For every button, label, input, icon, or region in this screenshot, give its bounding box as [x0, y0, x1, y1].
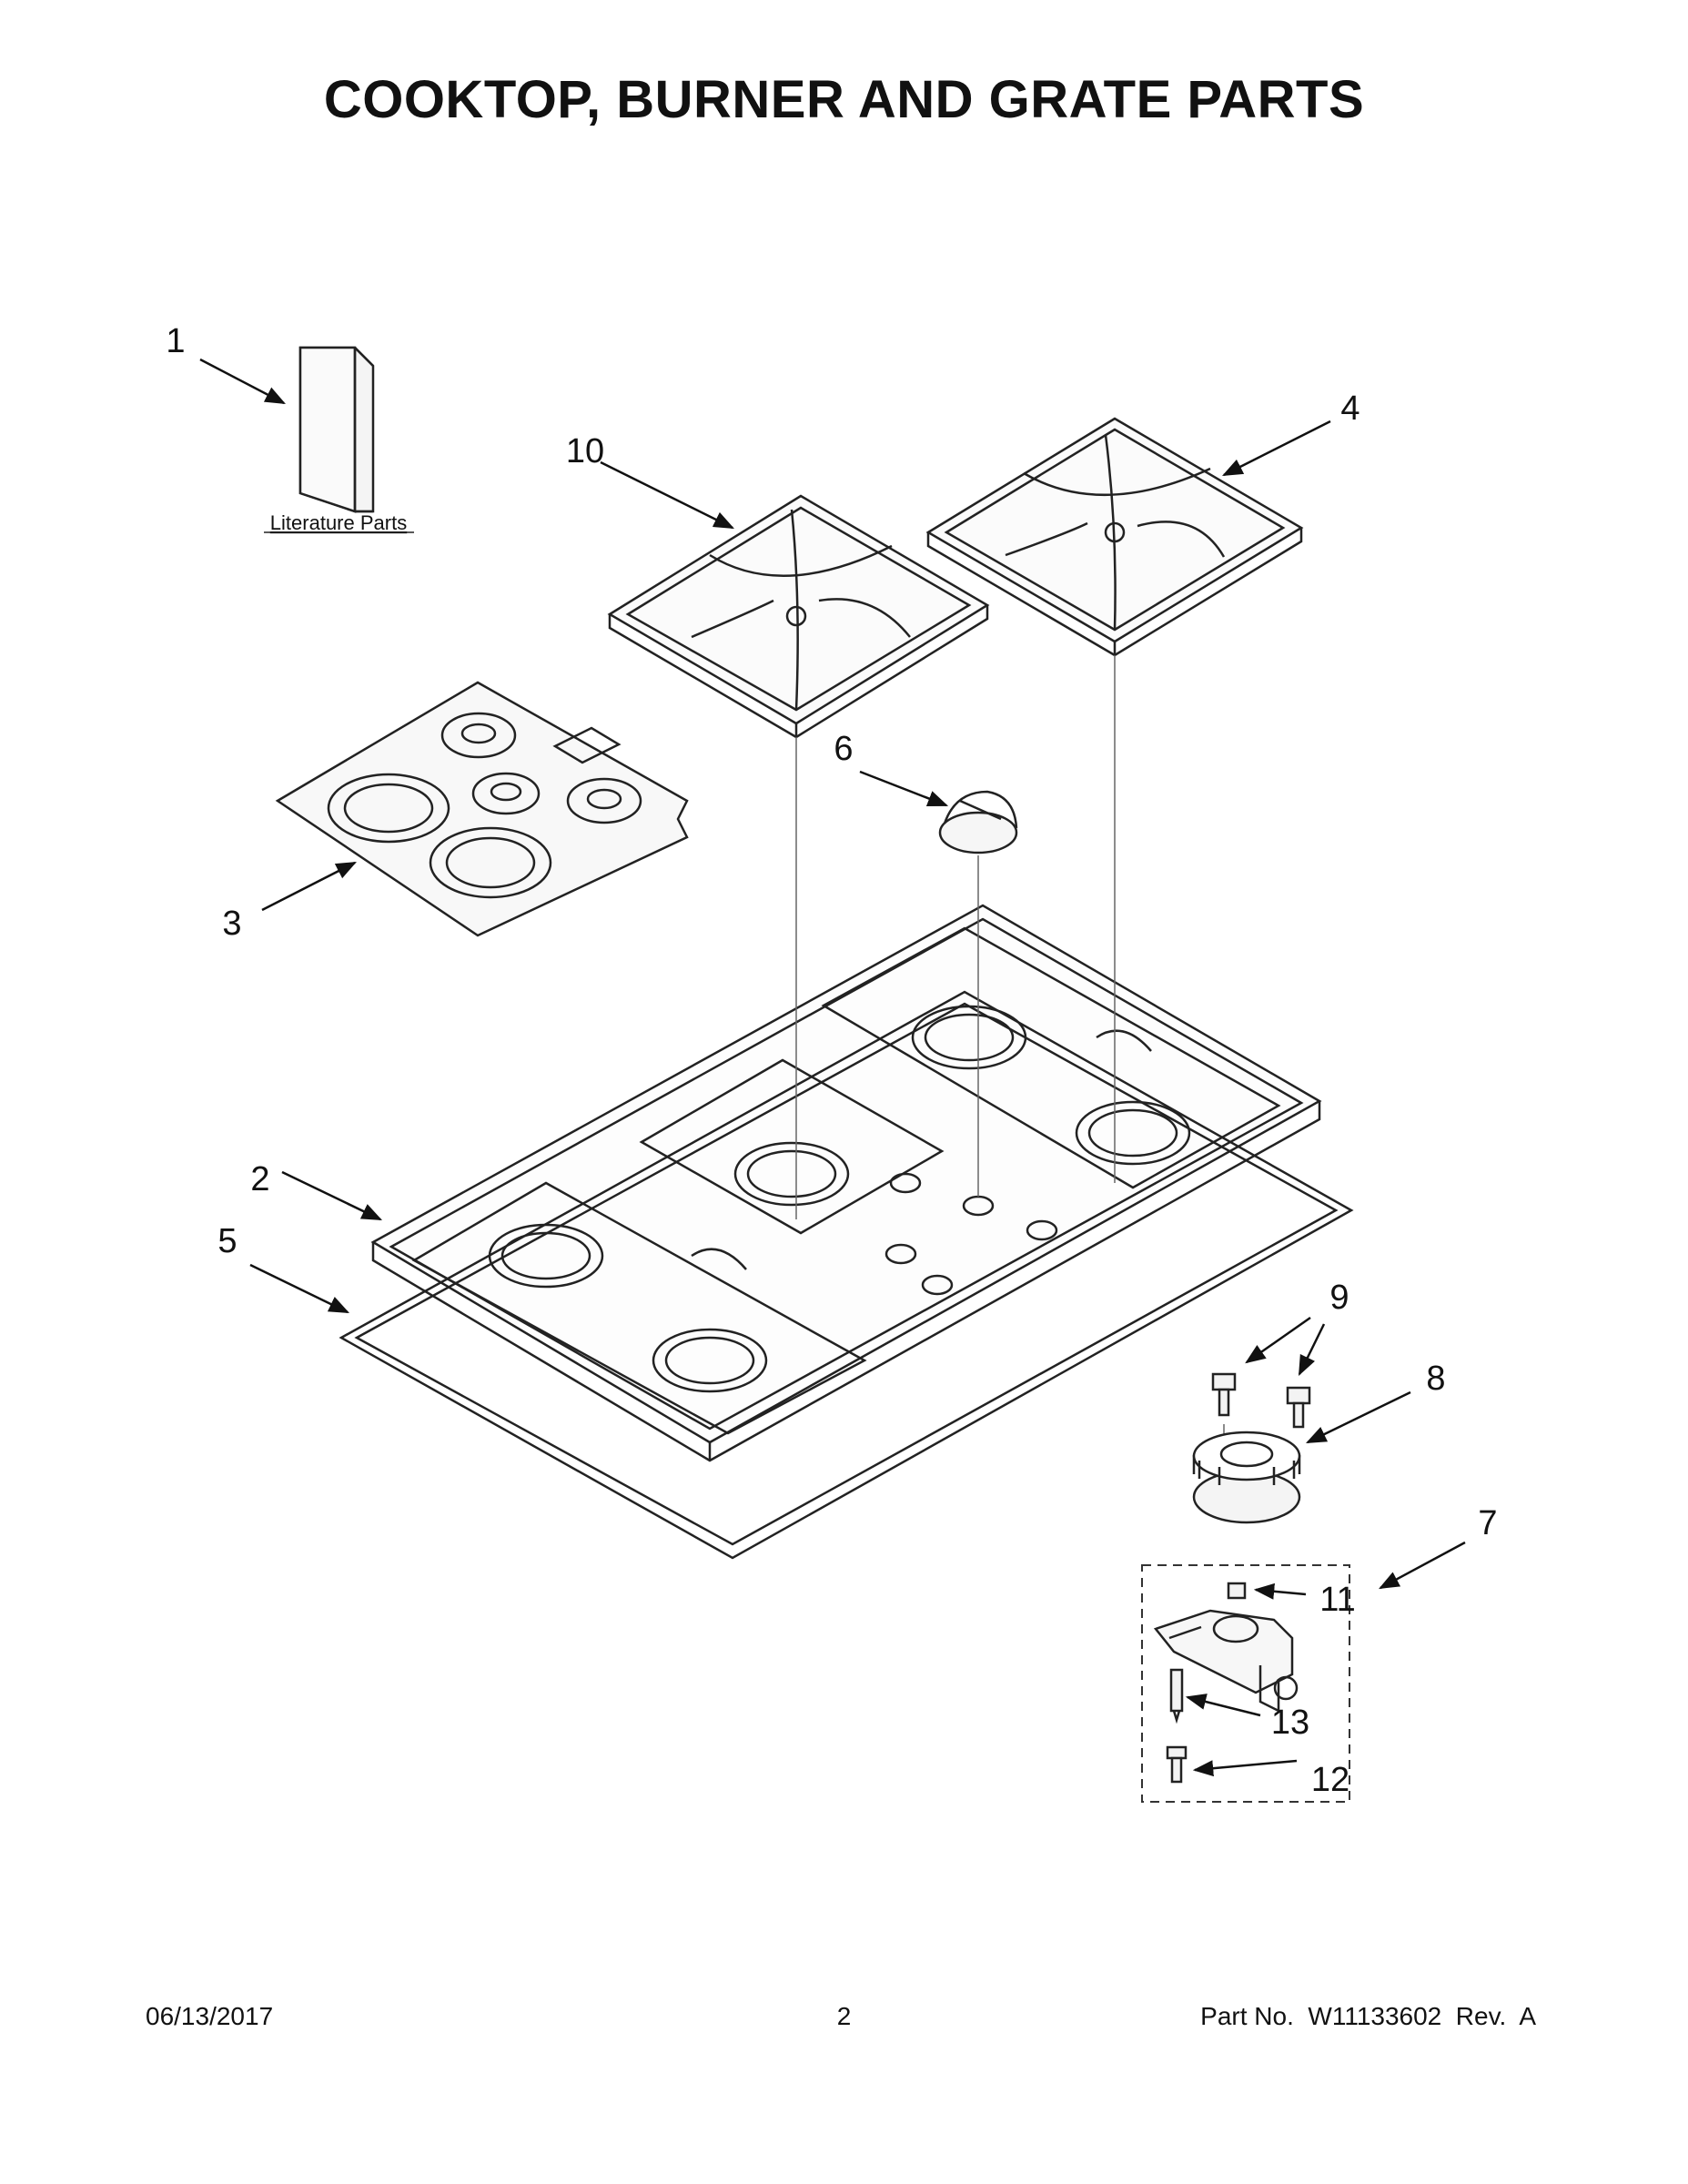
footer-date: 06/13/2017: [146, 2002, 274, 2030]
literature-parts-illustration: [298, 346, 375, 513]
callout-10: 10: [566, 432, 604, 470]
cooktop-gasket-illustration: [339, 990, 1354, 1560]
callout-4: 4: [1340, 389, 1359, 428]
burner-assembly-illustration: [1153, 1582, 1299, 1784]
grate-right-illustration: [925, 417, 1304, 657]
callout-9: 9: [1329, 1279, 1349, 1317]
callout-5: 5: [217, 1222, 237, 1260]
grate-left-illustration: [607, 494, 990, 739]
callout-2: 2: [250, 1160, 269, 1198]
callout-8: 8: [1426, 1360, 1445, 1398]
footer-page-number: 2: [836, 2002, 852, 2030]
callout-7: 7: [1478, 1504, 1497, 1542]
footer-part-number: Part No. W11133602 Rev. A: [1200, 2002, 1536, 2030]
callout-11: 11: [1319, 1581, 1355, 1619]
alignment-lines: [795, 655, 1225, 1465]
burner-base-illustration: [1192, 1431, 1301, 1524]
burner-assembly-group-box: [1141, 1564, 1350, 1803]
page-title: COOKTOP, BURNER AND GRATE PARTS: [323, 70, 1365, 129]
callout-12: 12: [1311, 1761, 1349, 1799]
control-knob-illustration: [938, 790, 1018, 854]
cooktop-overlay-illustration: [275, 681, 689, 937]
callout-1: 1: [166, 322, 185, 360]
literature-parts-label: Literature Parts: [270, 511, 407, 534]
callout-6: 6: [834, 730, 853, 768]
callout-13: 13: [1271, 1704, 1309, 1742]
cooktop-main-illustration: [370, 904, 1322, 1462]
mounting-screws-illustration: [1211, 1372, 1311, 1429]
callout-arrows: [199, 358, 1466, 1777]
callout-3: 3: [222, 905, 241, 943]
